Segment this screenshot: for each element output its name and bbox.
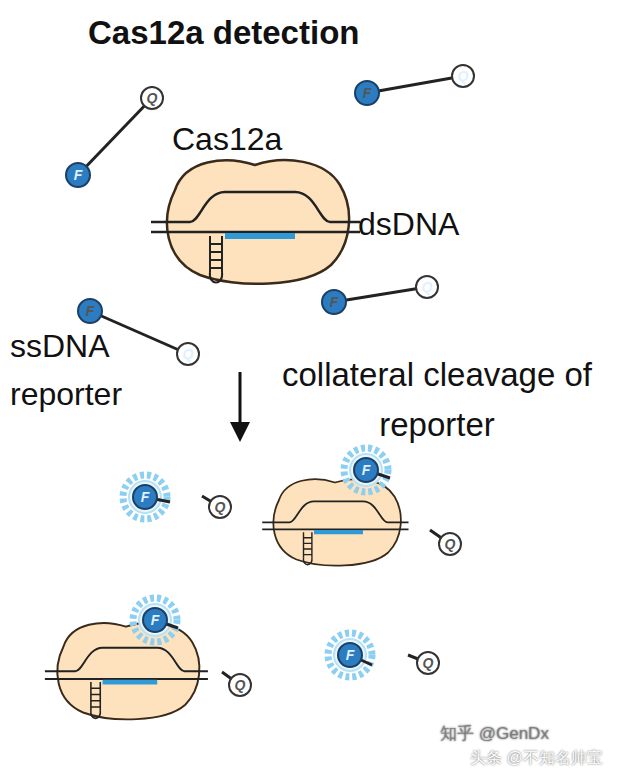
watermark: 头条 @不知名帅宝 bbox=[470, 748, 603, 769]
fluorophore-letter: F bbox=[133, 485, 157, 509]
cleaved-stubs bbox=[145, 470, 450, 685]
fluorophore-letter: F bbox=[143, 608, 167, 632]
fluorophore-letter: F bbox=[354, 458, 378, 482]
cas12a-protein bbox=[262, 479, 408, 566]
quencher-letter: F bbox=[322, 290, 346, 314]
quencher-letter: F bbox=[78, 299, 102, 323]
quencher-letter: Q bbox=[416, 651, 440, 675]
diagram-title: Cas12a detection bbox=[88, 14, 359, 52]
cas12a-protein bbox=[151, 160, 360, 284]
fluorophore-letter: F bbox=[66, 163, 90, 187]
watermark: 知乎 @GenDx bbox=[440, 722, 549, 745]
quencher-letter: Q bbox=[140, 86, 164, 110]
quencher-letter: Q bbox=[228, 673, 252, 697]
protein-label: Cas12a bbox=[172, 120, 372, 158]
fluorescence-glow bbox=[123, 448, 388, 677]
cas12a-protein bbox=[45, 623, 208, 719]
fluorophore-letter: Q bbox=[451, 64, 475, 88]
fluorophore-letter: Q bbox=[176, 342, 200, 366]
fluorophore-letter: F bbox=[338, 643, 362, 667]
fluorophore-letter: Q bbox=[415, 275, 439, 299]
quencher-letter: F bbox=[355, 81, 379, 105]
dna-label: dsDNA bbox=[358, 205, 518, 243]
quencher-letter: Q bbox=[208, 495, 232, 519]
down-arrow bbox=[230, 372, 250, 442]
step-label: collateral cleavage of reporter bbox=[262, 350, 612, 450]
reporter-label: ssDNA reporter bbox=[10, 322, 160, 418]
quencher-letter: Q bbox=[438, 532, 462, 556]
